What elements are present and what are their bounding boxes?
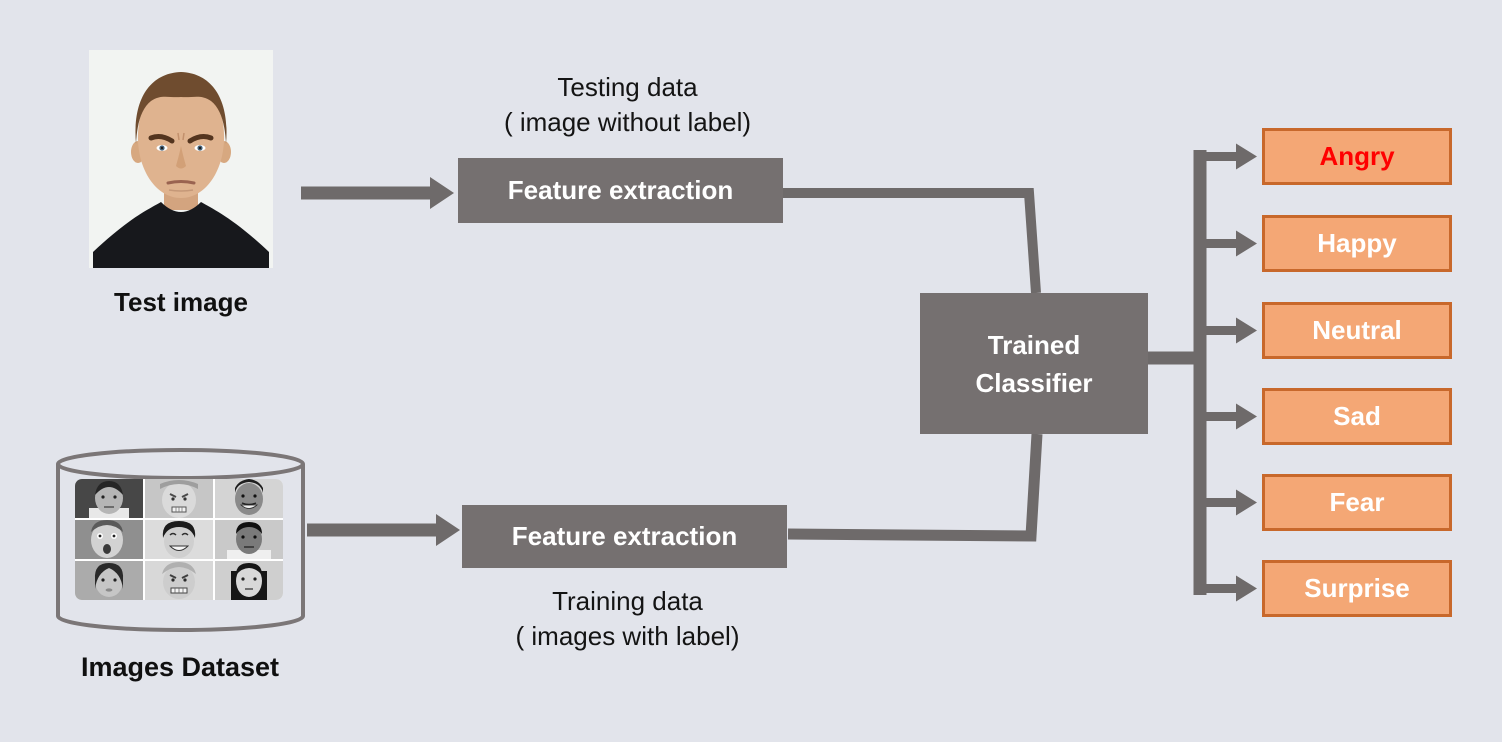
angry-man-portrait-illustration bbox=[89, 50, 273, 268]
test-image-caption: Test image bbox=[114, 287, 248, 317]
output-label-fear: Fear bbox=[1329, 487, 1385, 517]
arrow-right-icon-branch-fear bbox=[1200, 489, 1257, 516]
feature-extraction-bottom-label: Feature extraction bbox=[511, 521, 738, 551]
training-data-line2: ( images with label) bbox=[515, 621, 740, 651]
connector-top-feature-to-classifier bbox=[783, 188, 1041, 294]
arrow-right-icon-branch-surprise bbox=[1200, 575, 1257, 602]
testing-data-line1: Testing data bbox=[557, 72, 698, 102]
database-cylinder-icon bbox=[56, 448, 305, 632]
output-box-angry: Angry bbox=[1262, 128, 1452, 185]
feature-extraction-top-box: Feature extraction bbox=[458, 158, 783, 223]
output-box-happy: Happy bbox=[1262, 215, 1452, 272]
testing-data-line2: ( image without label) bbox=[503, 107, 752, 137]
output-box-fear: Fear bbox=[1262, 474, 1452, 531]
output-label-angry: Angry bbox=[1319, 141, 1395, 171]
images-dataset-caption: Images Dataset bbox=[80, 652, 280, 682]
testing-data-note: Testing data ( image without label) bbox=[425, 70, 830, 140]
classifier-label-line1: Trained bbox=[987, 329, 1081, 360]
trained-classifier-box: Trained Classifier bbox=[920, 293, 1148, 434]
training-data-line1: Training data bbox=[552, 586, 703, 616]
test-image-photo bbox=[89, 50, 273, 268]
output-label-happy: Happy bbox=[1317, 228, 1397, 258]
output-label-sad: Sad bbox=[1333, 401, 1381, 431]
output-box-surprise: Surprise bbox=[1262, 560, 1452, 617]
training-data-note: Training data ( images with label) bbox=[425, 584, 830, 654]
arrow-right-icon-branch-neutral bbox=[1200, 317, 1257, 344]
feature-extraction-top-label: Feature extraction bbox=[507, 175, 734, 205]
arrow-right-icon-dataset-to-feature bbox=[307, 514, 460, 546]
output-box-neutral: Neutral bbox=[1262, 302, 1452, 359]
output-label-surprise: Surprise bbox=[1304, 573, 1410, 603]
feature-extraction-bottom-box: Feature extraction bbox=[462, 505, 787, 568]
connector-bottom-feature-to-classifier bbox=[787, 433, 1043, 542]
arrow-right-icon-branch-sad bbox=[1200, 403, 1257, 430]
output-label-neutral: Neutral bbox=[1312, 315, 1402, 345]
images-dataset-graphic bbox=[52, 444, 308, 636]
output-box-sad: Sad bbox=[1262, 388, 1452, 445]
arrow-right-icon-test-to-feature bbox=[301, 177, 454, 209]
arrow-right-icon-branch-happy bbox=[1200, 230, 1257, 257]
face-grid-illustration bbox=[75, 479, 283, 600]
classifier-label-line2: Classifier bbox=[975, 367, 1093, 398]
arrow-right-icon-branch-angry bbox=[1200, 143, 1257, 170]
